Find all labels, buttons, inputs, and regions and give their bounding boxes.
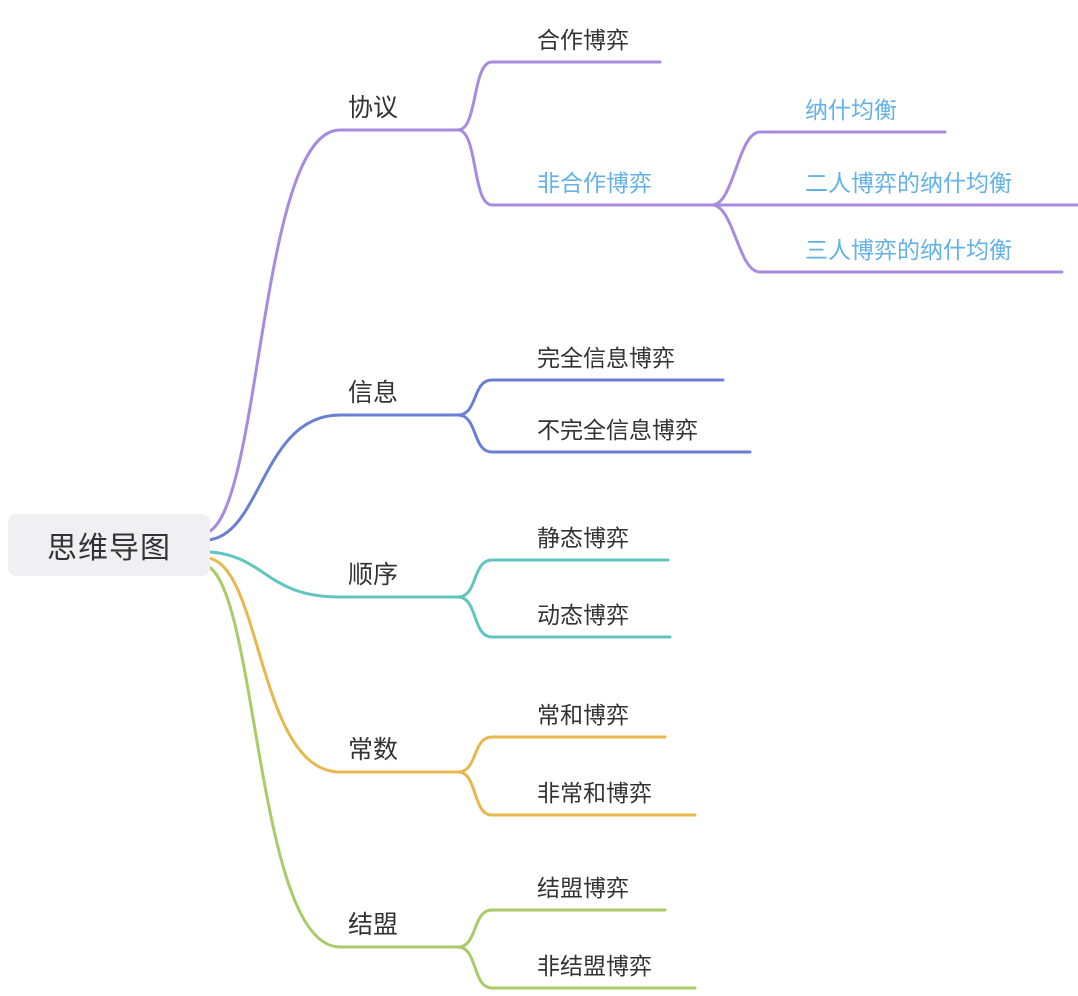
edge-root-protocol bbox=[203, 128, 460, 535]
node-static-game[interactable]: 静态博弈 bbox=[537, 525, 629, 551]
node-two-player-nash-equilibrium[interactable]: 二人博弈的纳什均衡 bbox=[805, 170, 1012, 196]
node-alliance-game[interactable]: 结盟博弈 bbox=[537, 875, 629, 901]
edge-constant-sum bbox=[456, 735, 667, 774]
edge-root-information bbox=[206, 413, 460, 542]
topic-alliance[interactable]: 结盟 bbox=[348, 911, 399, 939]
edge-order-static bbox=[456, 558, 670, 599]
edge-root-constant bbox=[206, 556, 460, 774]
node-nash-equilibrium[interactable]: 纳什均衡 bbox=[805, 97, 897, 123]
topic-constant[interactable]: 常数 bbox=[348, 736, 399, 764]
node-constant-sum-game[interactable]: 常和博弈 bbox=[537, 702, 629, 728]
node-non-constant-sum-game[interactable]: 非常和博弈 bbox=[537, 780, 652, 806]
topic-protocol[interactable]: 协议 bbox=[348, 94, 399, 122]
edge-alliance-game bbox=[456, 908, 667, 949]
node-incomplete-information-game[interactable]: 不完全信息博弈 bbox=[537, 417, 698, 443]
edge-protocol-cooperative bbox=[456, 60, 662, 132]
node-complete-information-game[interactable]: 完全信息博弈 bbox=[537, 345, 675, 371]
node-dynamic-game[interactable]: 动态博弈 bbox=[537, 602, 629, 628]
topic-information[interactable]: 信息 bbox=[348, 379, 399, 407]
node-cooperative-game[interactable]: 合作博弈 bbox=[537, 27, 629, 53]
edge-root-order bbox=[208, 550, 460, 599]
edge-information-complete bbox=[456, 378, 725, 417]
edge-root-alliance bbox=[203, 563, 460, 949]
root-topic[interactable]: 思维导图 bbox=[8, 514, 210, 576]
topic-order[interactable]: 顺序 bbox=[348, 561, 399, 589]
node-non-alliance-game[interactable]: 非结盟博弈 bbox=[537, 953, 652, 979]
node-three-player-nash-equilibrium[interactable]: 三人博弈的纳什均衡 bbox=[805, 237, 1012, 263]
node-non-cooperative-game[interactable]: 非合作博弈 bbox=[537, 170, 652, 196]
